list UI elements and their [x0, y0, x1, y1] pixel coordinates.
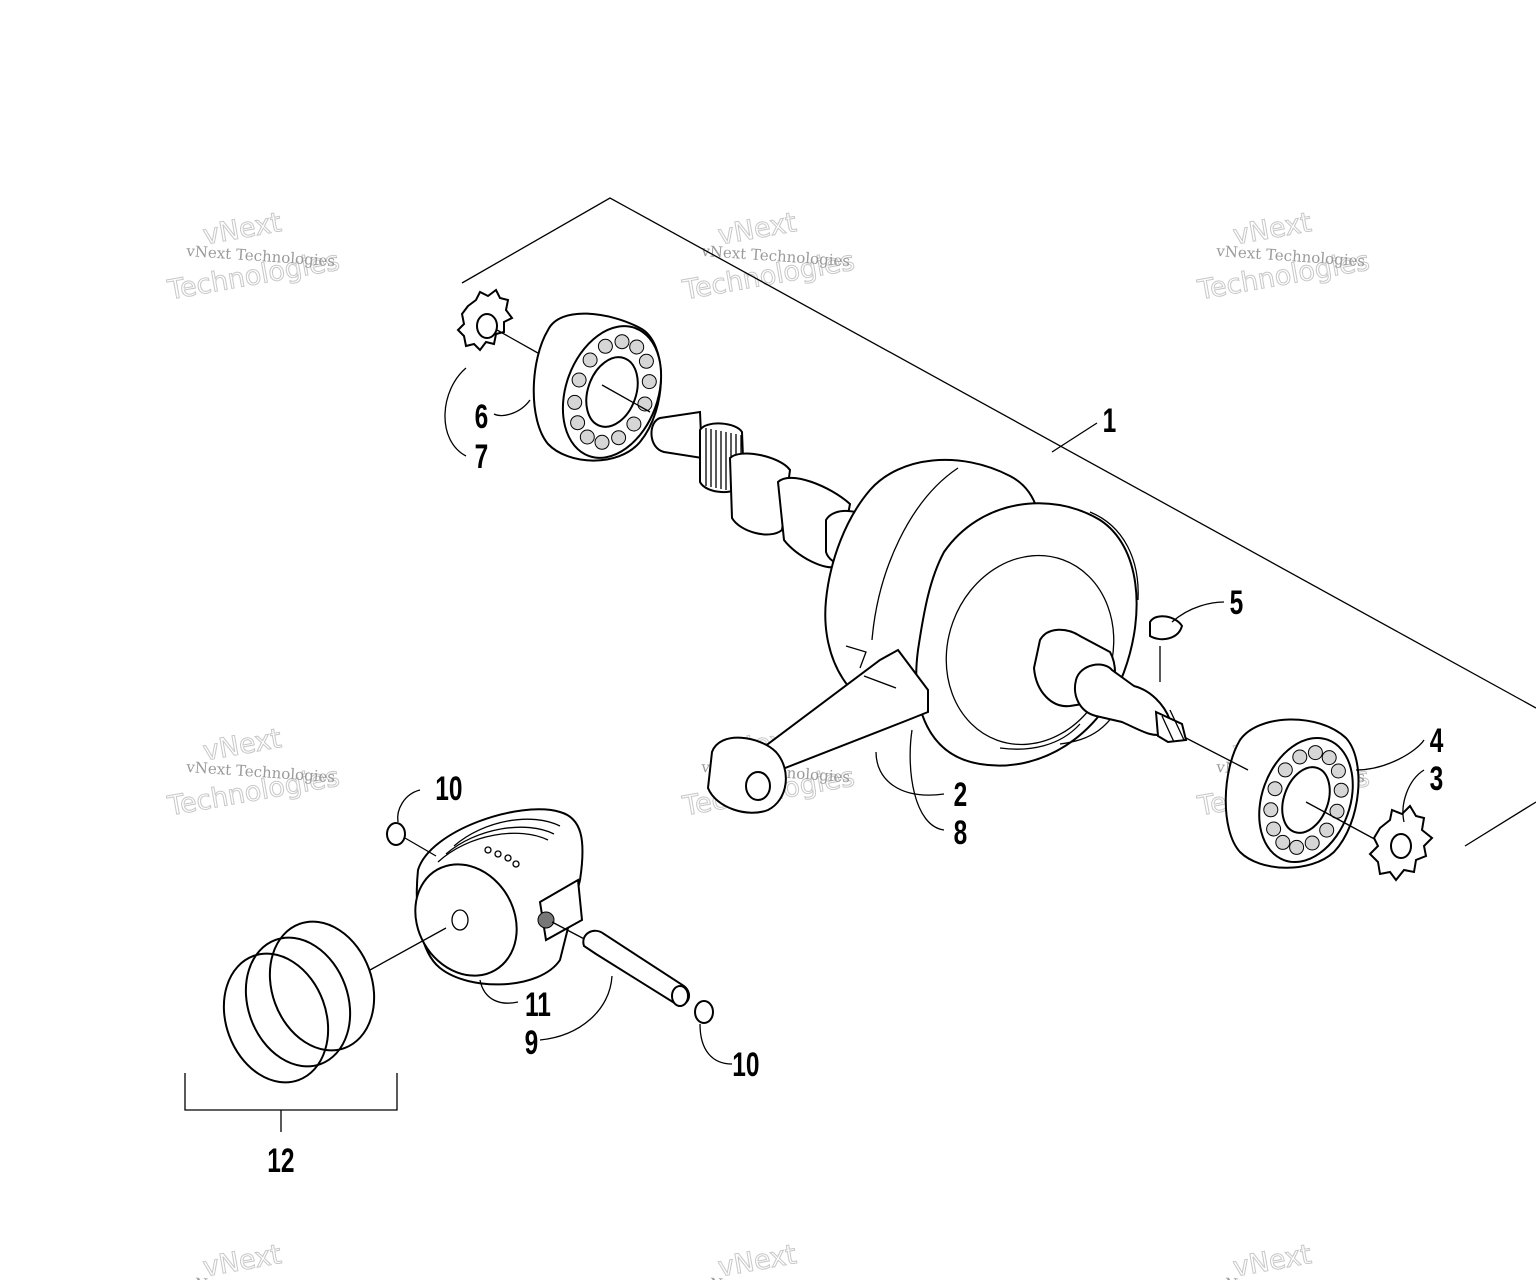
callout-10-top: 10 [435, 770, 462, 808]
callout-7: 7 [475, 438, 489, 476]
right-bearing-balls [1263, 745, 1349, 855]
woodruff-key [1149, 615, 1184, 682]
callout-1: 1 [1103, 402, 1117, 440]
bearing-ball [1304, 835, 1320, 851]
bearing-ball [1330, 763, 1346, 779]
bearing-ball [582, 352, 598, 368]
callout-10-bottom: 10 [732, 1046, 759, 1084]
crankshaft-left-shaft [650, 410, 872, 569]
callout-labels: 1 2 3 4 5 6 7 8 9 10 10 11 12 [267, 398, 1443, 1180]
bearing-ball [641, 374, 657, 390]
piston-ring-set [222, 920, 376, 1084]
bearing-ball [1266, 821, 1282, 837]
watermark-small: vNext Technologies [1215, 1274, 1366, 1280]
crankshaft-assembly-bracket [461, 197, 1536, 847]
callout-9: 9 [525, 1024, 539, 1062]
piston-pin-circlip-bottom [694, 1000, 714, 1024]
piston-oil-holes [484, 846, 520, 868]
left-sprocket-gear [456, 288, 546, 358]
callout-12: 12 [267, 1142, 294, 1180]
bearing-ball [597, 338, 613, 354]
callout-8: 8 [954, 814, 968, 852]
bearing-ball [1275, 834, 1291, 850]
bearing-ball [1267, 781, 1283, 797]
bearing-ball [1319, 822, 1335, 838]
watermark-large-top: vNext [201, 1239, 284, 1280]
bearing-ball [1321, 750, 1337, 766]
watermark-small: vNext Technologies [700, 1274, 851, 1280]
bearing-ball [579, 429, 595, 445]
left-main-bearing [532, 312, 663, 462]
wrist-pin [551, 921, 691, 1007]
callout-4: 4 [1430, 722, 1444, 760]
bearing-ball [571, 372, 587, 388]
callout-3: 3 [1430, 760, 1444, 798]
bearing-ball [1307, 745, 1323, 761]
callout-5: 5 [1230, 584, 1244, 622]
bearing-ball [611, 430, 627, 446]
bearing-ball [567, 394, 583, 410]
callout-2: 2 [954, 776, 968, 814]
bearing-ball [614, 334, 630, 350]
right-main-bearing [1185, 718, 1381, 869]
piston-pin-circlip-top [386, 822, 437, 857]
watermark-large-top: vNext [1231, 1239, 1314, 1280]
leader-lines [397, 367, 1425, 1065]
bearing-ball [626, 416, 642, 432]
piston [369, 808, 584, 986]
right-sprocket-gear [1368, 804, 1434, 882]
watermark-large-top: vNext [716, 1239, 799, 1280]
bearing-ball [1277, 762, 1293, 778]
callout-6: 6 [475, 398, 489, 436]
bearing-ball [1292, 749, 1308, 765]
callout-11: 11 [525, 986, 551, 1024]
bearing-ball [570, 415, 586, 431]
bearing-ball [629, 339, 645, 355]
bearing-ball [1289, 839, 1305, 855]
bearing-ball [594, 434, 610, 450]
crankshaft-right-shaft [1032, 628, 1188, 744]
bearing-ball [1263, 802, 1279, 818]
ring-set-bracket [184, 1073, 398, 1111]
watermark-small: vNext Technologies [185, 1274, 336, 1280]
bearing-ball [638, 353, 654, 369]
left-bearing-balls [567, 334, 657, 450]
bearing-ball [1333, 782, 1349, 798]
connecting-rod [706, 645, 929, 814]
